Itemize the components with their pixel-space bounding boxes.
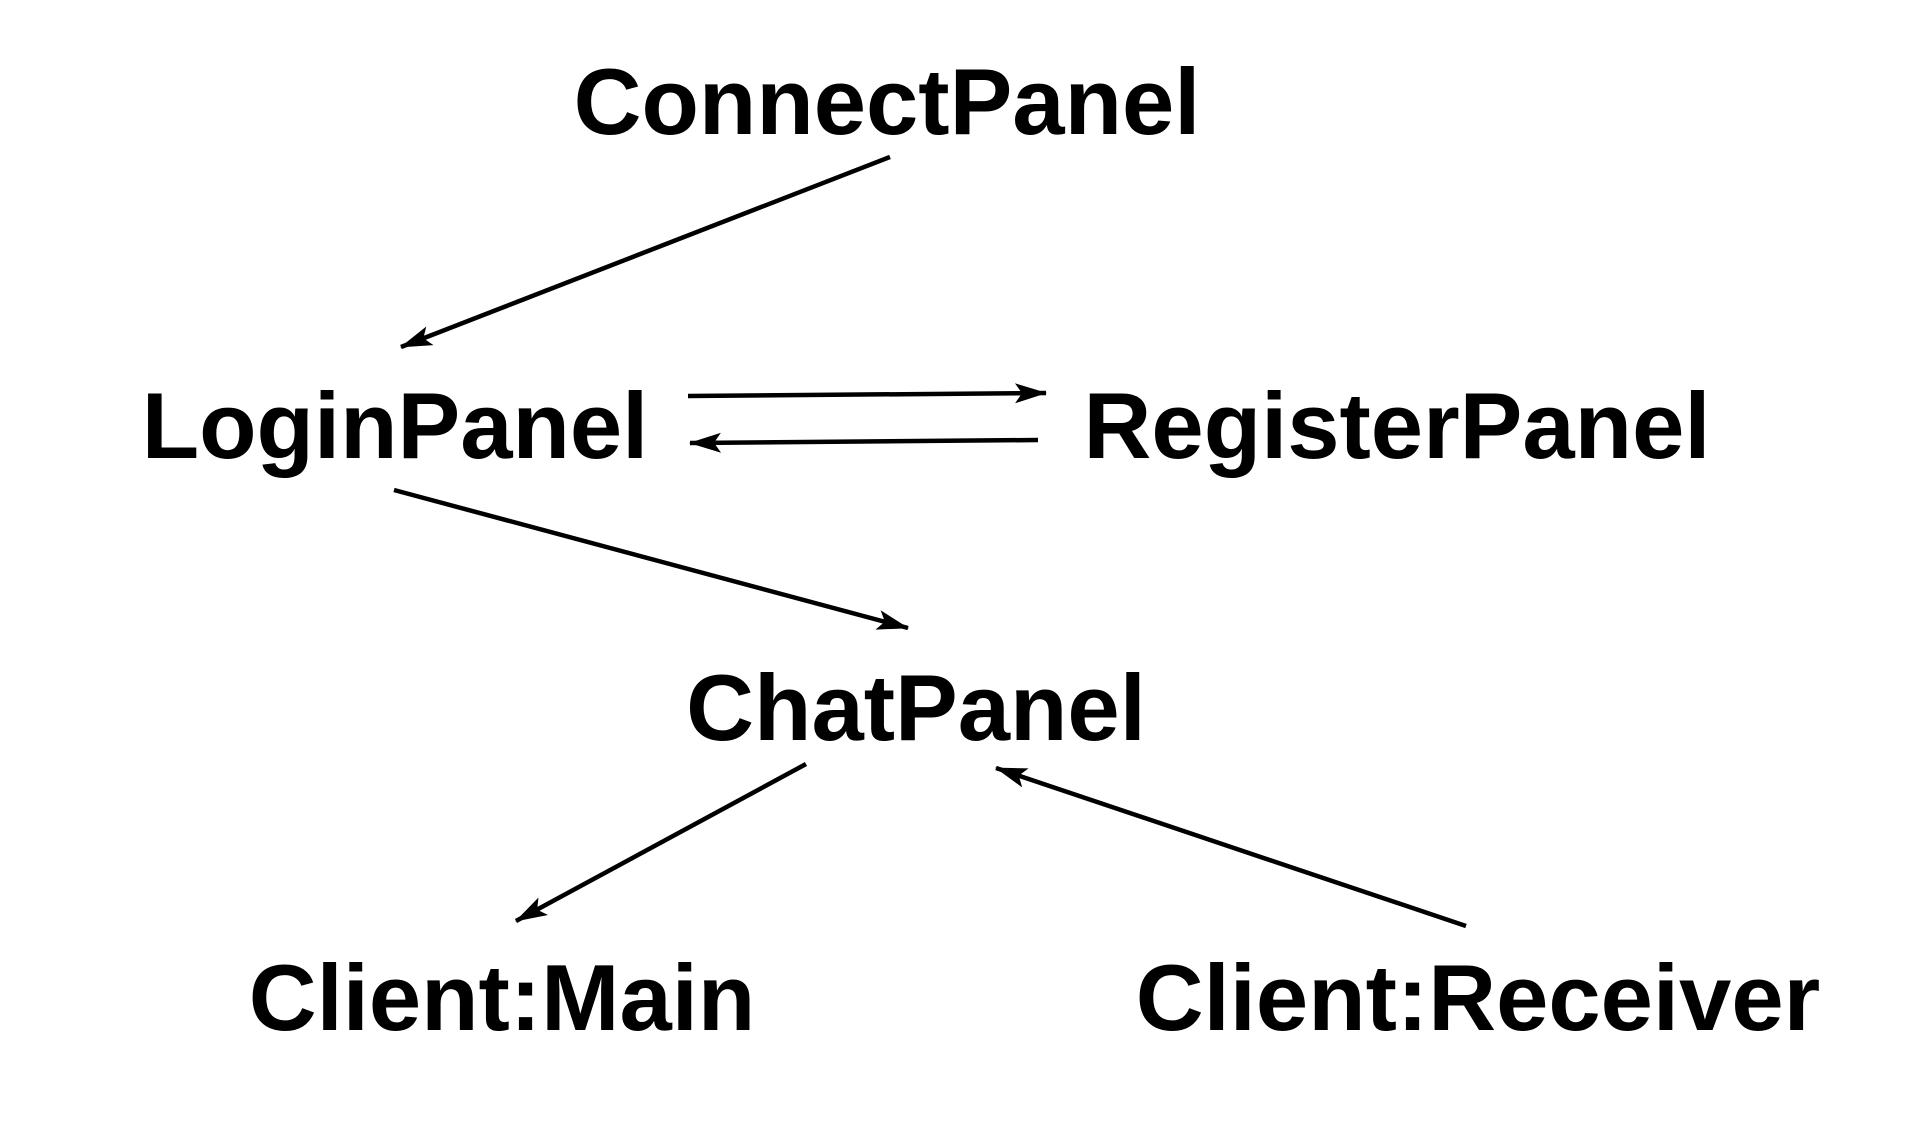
node-register-panel: RegisterPanel (1083, 373, 1711, 478)
node-chat-panel: ChatPanel (686, 655, 1146, 760)
node-login-panel: LoginPanel (141, 373, 649, 478)
node-client-receiver: Client:Receiver (1135, 945, 1821, 1050)
node-connect-panel: ConnectPanel (573, 49, 1201, 154)
edge-login-panel-to-chat-panel (393, 487, 909, 631)
edge-client-receiver-to-chat-panel (995, 765, 1467, 929)
node-client-main: Client:Main (248, 945, 756, 1050)
edge-login-panel-to-register-panel (687, 383, 1047, 404)
edge-chat-panel-to-client-main (514, 762, 808, 923)
edge-connect-panel-to-login-panel (400, 154, 891, 350)
edge-register-panel-to-login-panel (689, 432, 1039, 453)
